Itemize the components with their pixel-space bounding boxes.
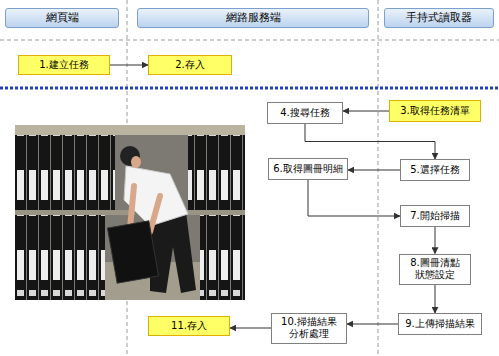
binder-row bbox=[15, 135, 115, 210]
person-face bbox=[131, 156, 141, 168]
column-header: 手持式讀取器 bbox=[384, 8, 494, 28]
column-header: 網路服務端 bbox=[137, 8, 369, 28]
flow-arrow bbox=[230, 328, 271, 329]
shelf-board bbox=[185, 210, 245, 215]
process-step-box: 10.掃描結果 分析處理 bbox=[271, 313, 347, 344]
step-text: 10.掃描結果 分析處理 bbox=[276, 316, 342, 341]
shelf-top bbox=[15, 125, 245, 135]
flow-arrow bbox=[343, 111, 389, 112]
held-binder bbox=[107, 221, 158, 283]
highlight-step-box: 1.建立任務 bbox=[18, 55, 110, 75]
step-text: 手持式讀取器 bbox=[406, 11, 472, 25]
photo-background bbox=[15, 125, 245, 300]
binder-row bbox=[15, 215, 105, 300]
flow-arrow bbox=[347, 324, 398, 325]
step-text: 網路服務端 bbox=[226, 11, 281, 25]
step-text: 9.上傳掃描結果 bbox=[405, 318, 475, 331]
step-text: 3.取得任務清單 bbox=[400, 105, 470, 118]
process-step-box: 9.上傳掃描結果 bbox=[398, 313, 482, 335]
step-text: 7.開始掃描 bbox=[410, 210, 460, 223]
binder-row bbox=[200, 215, 245, 300]
highlight-step-box: 3.取得任務清單 bbox=[389, 100, 481, 122]
process-step-box: 5.選擇任務 bbox=[400, 159, 470, 181]
step-text: 4.搜尋任務 bbox=[280, 107, 330, 120]
flow-arrow bbox=[305, 124, 435, 159]
step-text: 網頁端 bbox=[46, 11, 79, 25]
process-step-box: 4.搜尋任務 bbox=[267, 102, 343, 124]
step-text: 8.圖冊清點 狀態設定 bbox=[404, 257, 466, 282]
column-divider bbox=[378, 0, 379, 356]
flow-arrow bbox=[435, 227, 436, 254]
person-arm bbox=[130, 186, 134, 228]
step-text: 1.建立任務 bbox=[39, 59, 89, 72]
flow-arrow bbox=[435, 285, 436, 314]
highlight-step-box: 11.存入 bbox=[148, 316, 230, 336]
flow-arrow bbox=[308, 180, 400, 216]
shelf-board bbox=[15, 210, 135, 215]
process-step-box: 7.開始掃描 bbox=[400, 205, 470, 227]
phase-divider bbox=[0, 87, 499, 90]
step-text: 11.存入 bbox=[171, 320, 207, 333]
step-text: 5.選擇任務 bbox=[410, 164, 460, 177]
person-arm bbox=[150, 196, 160, 232]
flow-arrow bbox=[110, 65, 148, 66]
column-header: 網頁端 bbox=[5, 8, 119, 28]
process-step-box: 6.取得圖冊明細 bbox=[268, 158, 348, 180]
step-text: 6.取得圖冊明細 bbox=[273, 163, 343, 176]
header-divider bbox=[0, 40, 499, 41]
step-text: 2.存入 bbox=[175, 59, 205, 72]
highlight-step-box: 2.存入 bbox=[148, 55, 232, 75]
flow-arrow bbox=[348, 170, 400, 171]
binder-row bbox=[188, 135, 245, 210]
process-step-box: 8.圖冊清點 狀態設定 bbox=[399, 254, 471, 285]
